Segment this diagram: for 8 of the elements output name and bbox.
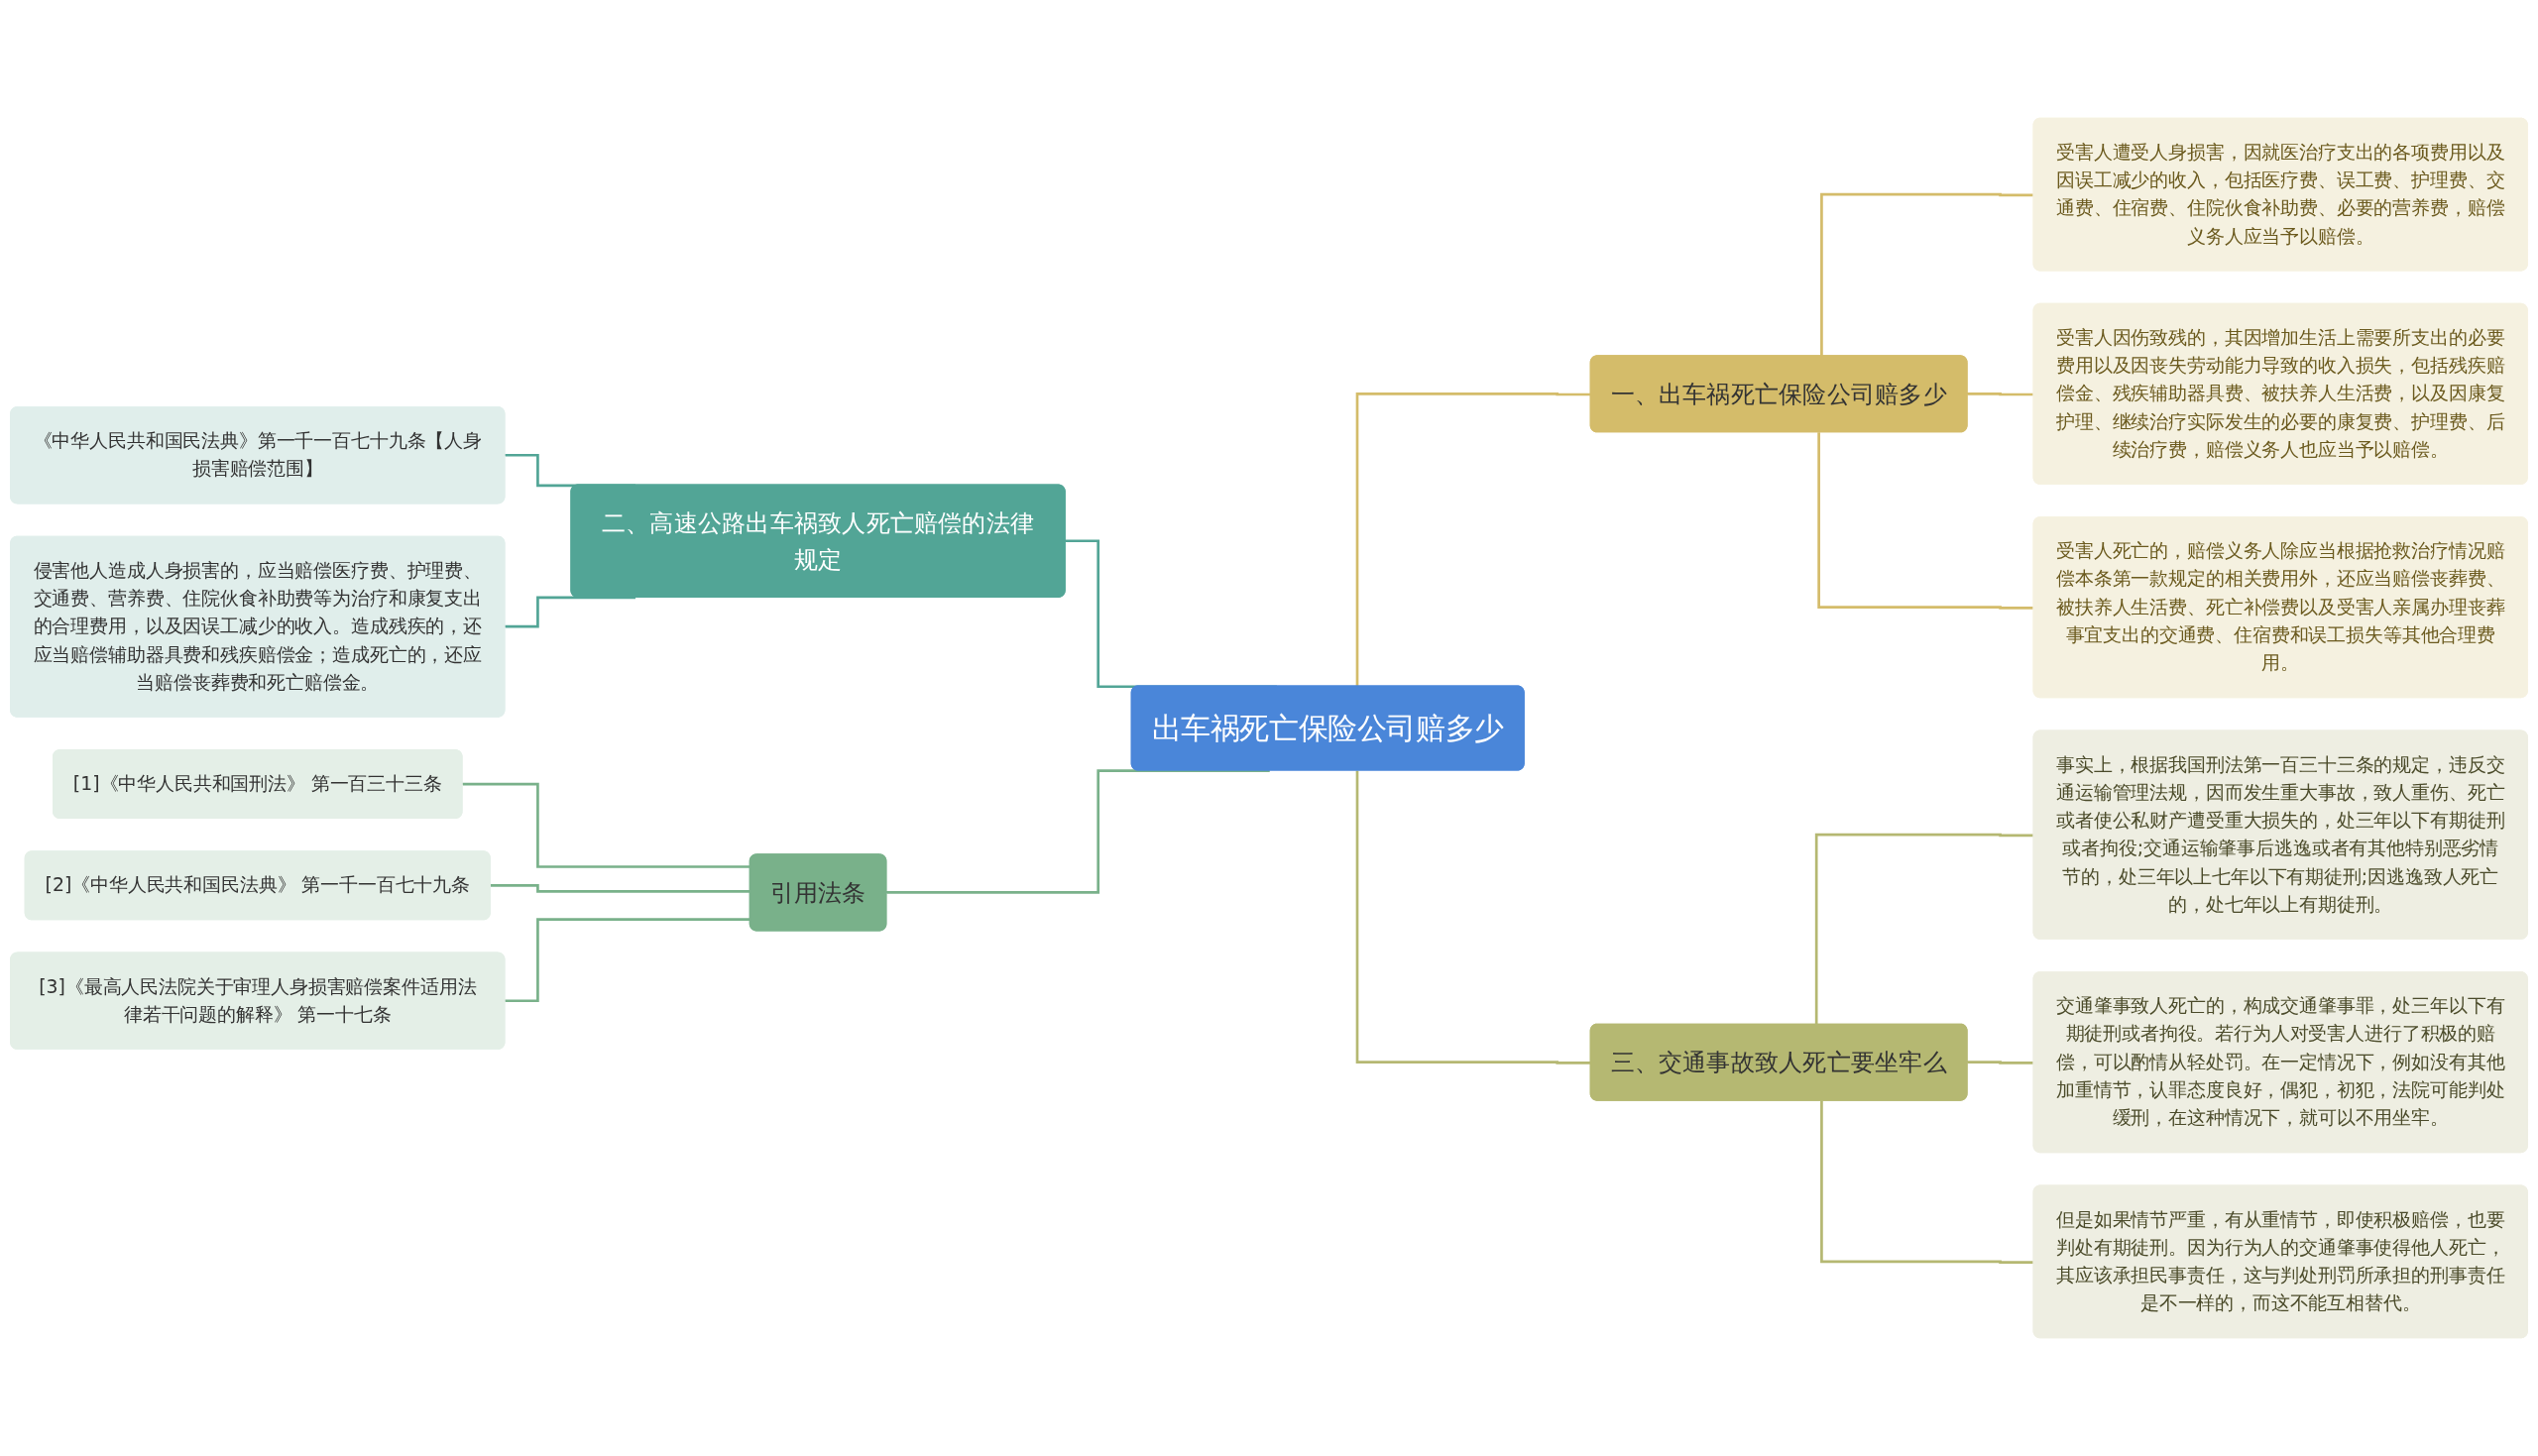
connector: [1814, 833, 2034, 1025]
connector: [1820, 192, 2034, 357]
connector: [504, 596, 635, 629]
connector: [1820, 1100, 2034, 1264]
connector: [1966, 392, 2034, 396]
connector: [1966, 1061, 2034, 1064]
connector: [1817, 432, 2034, 610]
connector: [885, 769, 1270, 895]
